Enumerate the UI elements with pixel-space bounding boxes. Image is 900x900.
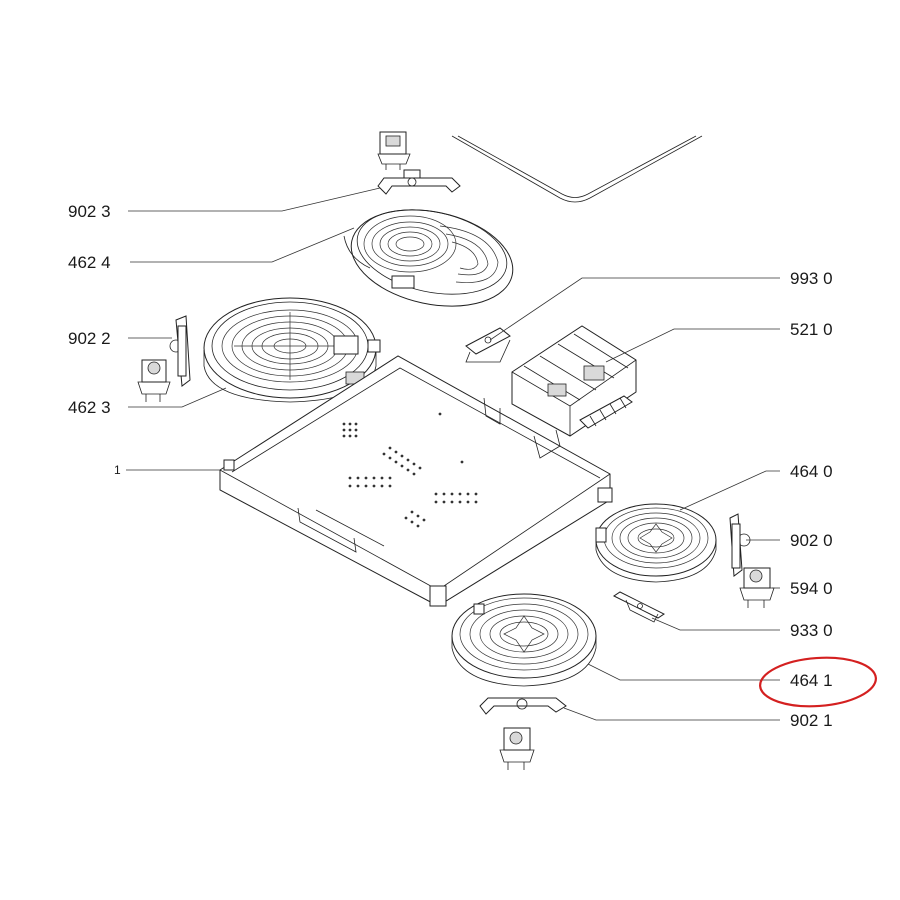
regulator-top xyxy=(377,131,411,170)
callout-993-0: 993 0 xyxy=(790,269,833,288)
bracket-902-0 xyxy=(729,513,751,577)
chassis-tray xyxy=(219,355,613,607)
terminal-block xyxy=(579,395,633,429)
highlight-ring xyxy=(759,656,877,708)
heating-element-464-1 xyxy=(451,593,597,687)
callout-464-1: 464 1 xyxy=(790,671,833,690)
callout-464-0: 464 0 xyxy=(790,462,833,481)
callout-902-3: 902 3 xyxy=(68,202,111,221)
heating-element-464-0 xyxy=(595,503,717,583)
sensor-clip-993-0 xyxy=(465,327,511,363)
callout-labels: 902 3 462 4 902 2 462 3 1 993 0 521 0 46… xyxy=(68,202,833,730)
bracket-902-3 xyxy=(377,169,461,195)
vent-holes xyxy=(342,412,478,528)
bracket-902-1 xyxy=(479,697,567,715)
callout-1: 1 xyxy=(114,463,121,477)
leader-lines xyxy=(126,187,780,721)
callout-462-3: 462 3 xyxy=(68,398,111,417)
bracket-902-2 xyxy=(169,315,191,387)
control-box-521-0 xyxy=(511,325,637,437)
regulator-594-0 xyxy=(739,567,775,608)
callout-933-0: 933 0 xyxy=(790,621,833,640)
callout-594-0: 594 0 xyxy=(790,579,833,598)
callout-902-2: 902 2 xyxy=(68,329,111,348)
regulator-left xyxy=(137,359,171,402)
callout-521-0: 521 0 xyxy=(790,320,833,339)
glass-top-outline xyxy=(451,135,703,203)
sensor-clip-933-0 xyxy=(613,591,665,623)
heating-element-462-4 xyxy=(343,209,514,307)
callout-462-4: 462 4 xyxy=(68,253,111,272)
regulator-bottom xyxy=(499,727,535,770)
callout-902-1: 902 1 xyxy=(790,711,833,730)
heating-element-462-3 xyxy=(203,297,381,403)
callout-902-0: 902 0 xyxy=(790,531,833,550)
